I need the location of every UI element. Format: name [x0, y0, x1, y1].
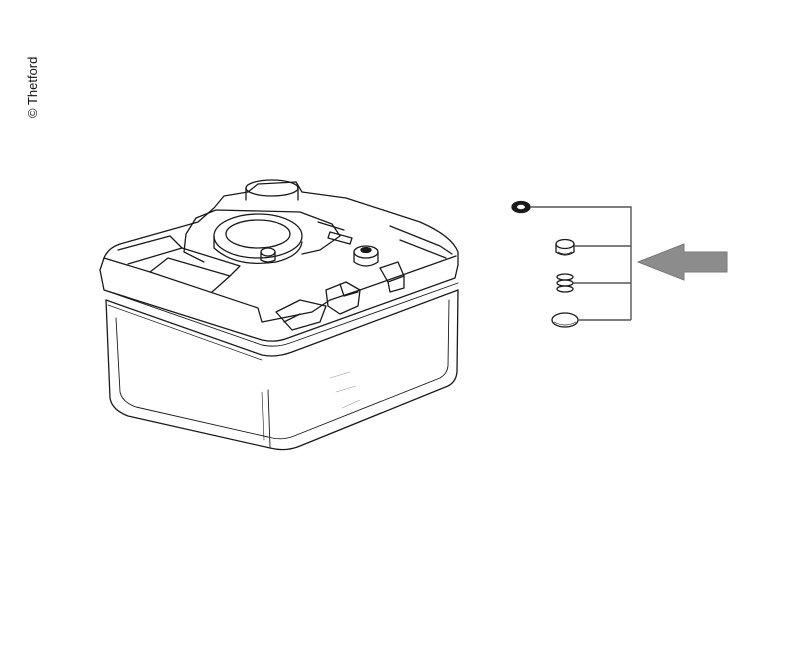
leader-lines: [530, 206, 632, 321]
waste-tank-illustration: [99, 179, 459, 451]
pointer-arrow-icon: [636, 243, 728, 281]
seal-ring-icon: [511, 200, 531, 214]
valve-disc-icon: [551, 312, 579, 328]
tank-lower-body: [105, 289, 459, 451]
valve-cap-icon: [555, 238, 575, 256]
exploded-parts: [511, 200, 579, 328]
spring-icon: [556, 273, 574, 293]
tank-top-outline: [99, 181, 459, 271]
tank-rim: [99, 264, 459, 342]
